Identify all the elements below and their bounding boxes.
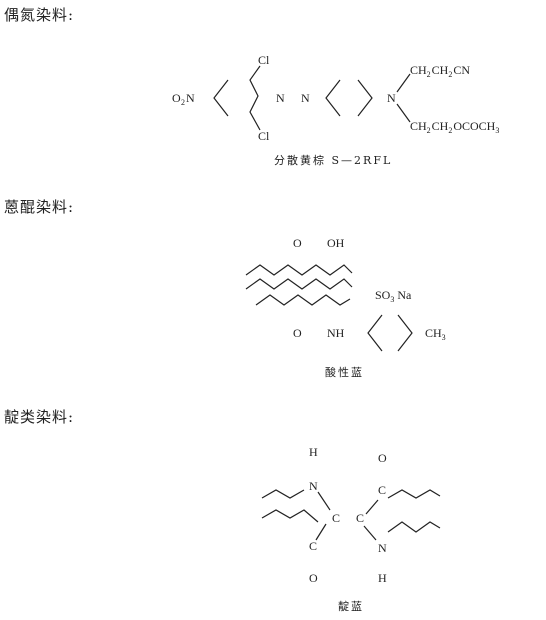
ring-zigzag-2 xyxy=(245,278,353,290)
indigo-dye-caption: 靛蓝 xyxy=(338,600,364,613)
oxygen-top: O xyxy=(378,451,387,465)
indigo-dye-structure: H N C C O O C C N H xyxy=(261,445,441,585)
o2n-sub: 2 xyxy=(181,98,185,107)
bond-c-c-left xyxy=(315,523,327,541)
nitrogen-right: N xyxy=(378,541,387,555)
chlorine-bottom: Cl xyxy=(258,129,270,143)
ring2-right-bracket xyxy=(357,79,373,117)
azo-dye-caption: 分散黄棕 S—2RFL xyxy=(274,154,393,167)
o2n-n: N xyxy=(186,91,195,105)
left-ring-upper xyxy=(261,489,305,499)
ring-zigzag-1 xyxy=(245,264,353,276)
toluene-ring-left xyxy=(367,314,383,352)
anthraquinone-dye-caption: 酸性蓝 xyxy=(325,366,364,379)
bond-c-n-right xyxy=(363,525,377,541)
lower-chain: CH2CH2OCOCH3 xyxy=(410,119,499,135)
azo-dye-structure: O 2 N Cl Cl N N N CH2CH2CN CH2CH2OCOCH3 xyxy=(172,53,499,143)
ring1-right-chain xyxy=(249,65,261,131)
carbon-mid-left: C xyxy=(332,511,340,525)
anthraquinone-dye-heading: 蒽醌染料: xyxy=(4,198,75,216)
amino-group: NH xyxy=(327,326,345,340)
carbonyl-oxygen-bottom: O xyxy=(293,326,302,340)
left-ring-lower xyxy=(261,509,319,523)
carbon-bottom: C xyxy=(309,539,317,553)
bond-upper-chain xyxy=(396,73,411,93)
chlorine-top: Cl xyxy=(258,53,270,67)
carbon-mid-right: C xyxy=(356,511,364,525)
oxygen-bottom: O xyxy=(309,571,318,585)
right-ring-lower xyxy=(387,521,441,533)
azo-nitrogen-1: N xyxy=(276,91,285,105)
carbonyl-oxygen-top: O xyxy=(293,236,302,250)
carbon-top: C xyxy=(378,483,386,497)
ring-zigzag-3 xyxy=(255,294,351,306)
ring1-left-bracket xyxy=(213,79,229,117)
amine-nitrogen: N xyxy=(387,91,396,105)
nitrogen-left: N xyxy=(309,479,318,493)
o2n-o: O xyxy=(172,91,181,105)
toluene-ring-right xyxy=(397,314,413,352)
methyl-group: CH3 xyxy=(425,326,446,342)
upper-chain: CH2CH2CN xyxy=(410,63,470,79)
bond-c-c-right xyxy=(365,499,379,515)
bond-lower-chain xyxy=(396,103,411,123)
hydrogen-bottom: H xyxy=(378,571,387,585)
azo-dye-heading: 偶氮染料: xyxy=(4,6,75,24)
ring2-left-bracket xyxy=(325,79,341,117)
hydrogen-top: H xyxy=(309,445,318,459)
right-ring-upper xyxy=(387,489,441,499)
hydroxyl-group: OH xyxy=(327,236,345,250)
indigo-dye-heading: 靛类染料: xyxy=(4,408,75,426)
bond-n-c-left xyxy=(317,491,331,511)
azo-nitrogen-2: N xyxy=(301,91,310,105)
